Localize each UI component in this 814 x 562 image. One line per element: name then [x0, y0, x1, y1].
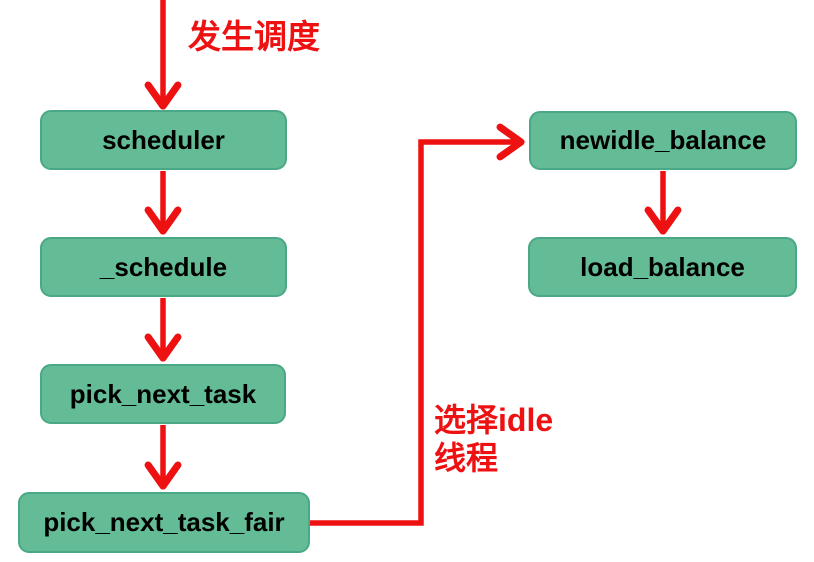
node-scheduler: scheduler	[40, 110, 287, 170]
node-pick-next-task: pick_next_task	[40, 364, 286, 424]
node-pick-next-task-label: pick_next_task	[69, 378, 257, 409]
node-pick-next-task-fair-label: pick_next_task_fair	[43, 507, 285, 537]
annotation-schedule-occurs: 发生调度	[188, 18, 320, 55]
annotation-choose-idle-line2: 线程	[434, 440, 499, 476]
node-pick-next-task-fair: pick_next_task_fair	[18, 492, 310, 553]
node-schedule: _schedule	[40, 237, 287, 297]
node-scheduler-label: scheduler	[102, 124, 225, 155]
annotation-choose-idle-thread: 选择idle 线程	[434, 401, 553, 477]
node-schedule-label: _schedule	[99, 251, 228, 282]
annotation-choose-idle-line1: 选择idle	[434, 402, 554, 438]
node-load-balance-label: load_balance	[580, 251, 745, 282]
node-newidle-balance-label: newidle_balance	[559, 125, 767, 155]
node-load-balance: load_balance	[528, 237, 797, 297]
node-newidle-balance: newidle_balance	[529, 111, 797, 170]
